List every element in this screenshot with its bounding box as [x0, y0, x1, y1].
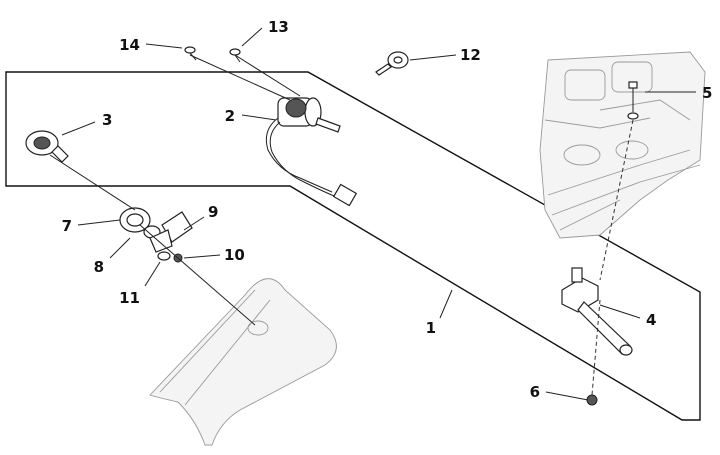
- washer-nut-part: [157, 251, 183, 263]
- callout-14: 14: [119, 36, 140, 54]
- callout-5: 5: [702, 84, 712, 102]
- nut-part: [586, 394, 598, 406]
- actuator-part: [265, 97, 358, 207]
- callout-12: 12: [460, 46, 481, 64]
- callout-2: 2: [225, 107, 235, 125]
- callout-13: 13: [268, 18, 289, 36]
- bolt-part: [627, 81, 639, 120]
- lock-cap-part: [25, 130, 69, 163]
- callout-10: 10: [224, 246, 245, 264]
- latch-cam-part: [149, 211, 193, 253]
- assembly-lines: [49, 54, 634, 396]
- callout-1: 1: [426, 319, 436, 337]
- callout-6: 6: [530, 383, 540, 401]
- callout-11: 11: [119, 289, 140, 307]
- callout-7: 7: [62, 217, 72, 235]
- screw-part-14: [184, 46, 197, 61]
- grommet-part: [119, 207, 161, 239]
- callout-8: 8: [94, 258, 104, 276]
- chassis-frame-illustration: [539, 51, 706, 239]
- frame-outline: [5, 71, 701, 421]
- key-part: [375, 51, 409, 76]
- latch-bracket-part: [561, 267, 633, 356]
- callout-3: 3: [102, 111, 112, 129]
- seat-illustration: [149, 278, 337, 446]
- callout-9: 9: [208, 203, 218, 221]
- callout-4: 4: [646, 311, 656, 329]
- leader-lines: [61, 27, 696, 401]
